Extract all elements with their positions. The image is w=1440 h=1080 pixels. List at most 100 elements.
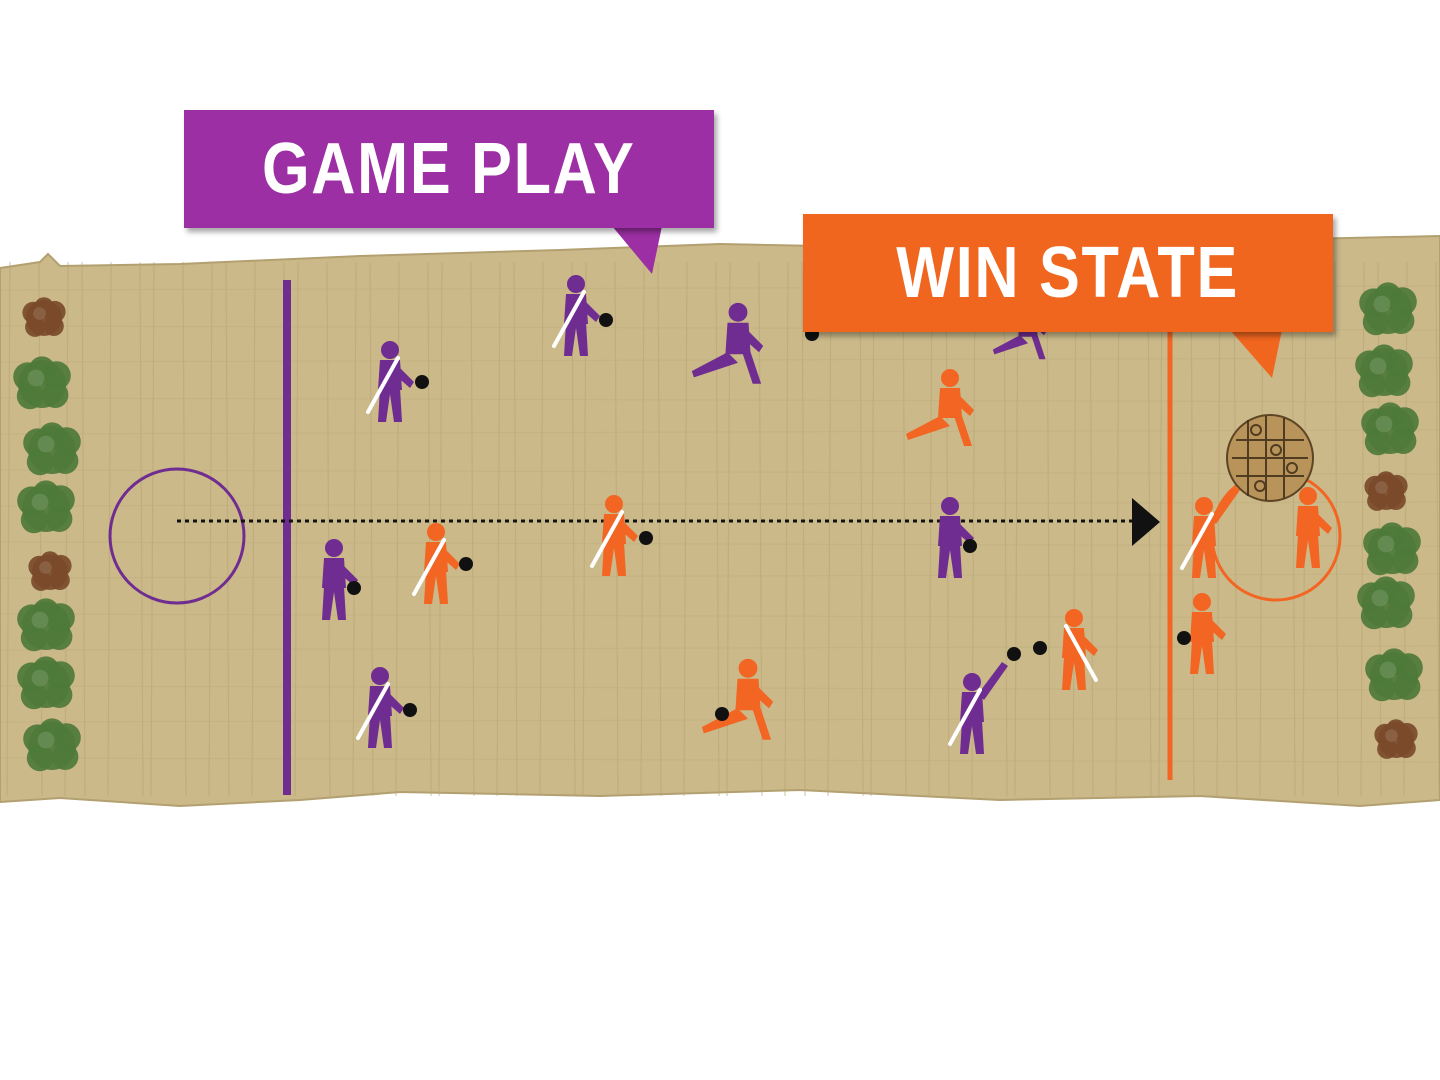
grain-line xyxy=(657,261,662,797)
tree-icon xyxy=(17,480,75,534)
grain-line xyxy=(0,429,1440,435)
player-icon xyxy=(1180,486,1240,578)
grain-line xyxy=(859,261,864,797)
grain-line xyxy=(1190,261,1195,797)
tree-icon xyxy=(1355,344,1413,398)
grain-line xyxy=(801,261,806,797)
grain-line xyxy=(0,757,1440,763)
grain-line xyxy=(640,261,645,797)
grain-line xyxy=(1014,261,1019,797)
player-icon xyxy=(1177,593,1226,674)
ball-icon xyxy=(415,375,429,389)
player-icon xyxy=(1296,487,1332,568)
grain-line xyxy=(715,261,720,797)
win-state-callout: WIN STATE xyxy=(803,214,1333,332)
win-state-pointer xyxy=(1230,330,1282,378)
grain-line xyxy=(0,685,1440,691)
ball-icon xyxy=(599,313,613,327)
stick-icon xyxy=(552,290,586,348)
player-icon xyxy=(356,667,417,748)
grain-line xyxy=(81,261,86,797)
stick-icon xyxy=(366,356,400,414)
tree-icon xyxy=(1357,576,1415,630)
game-ball-icon xyxy=(1226,414,1314,502)
grain-line xyxy=(182,261,187,797)
ball-icon xyxy=(1177,631,1191,645)
ball-icon xyxy=(715,707,729,721)
grain-line xyxy=(1046,261,1051,797)
arrow-icon xyxy=(1132,498,1160,546)
grain-line xyxy=(539,261,544,797)
grain-line xyxy=(1233,261,1238,797)
ball-icon xyxy=(347,581,361,595)
ball-icon xyxy=(403,703,417,717)
grain-line xyxy=(470,261,475,797)
player-icon xyxy=(552,275,613,356)
player-icon xyxy=(691,302,764,384)
stick-icon xyxy=(1064,624,1098,682)
grain-line xyxy=(251,261,256,797)
tree-icon xyxy=(1361,402,1419,456)
tree-icon xyxy=(1363,522,1421,576)
grain-line xyxy=(1158,261,1163,797)
player-icon xyxy=(412,523,473,604)
tree-icon xyxy=(1365,648,1423,702)
stick-icon xyxy=(1180,512,1214,570)
purple-start-circle xyxy=(108,467,246,605)
tree-icon xyxy=(23,422,81,476)
grain-line xyxy=(513,261,518,797)
grain-line xyxy=(1072,261,1077,797)
game-play-pointer xyxy=(612,226,662,274)
grain-line xyxy=(827,261,832,797)
player-icon xyxy=(366,341,429,422)
player-icon xyxy=(1033,609,1098,690)
stick-icon xyxy=(356,682,390,740)
grain-line xyxy=(208,261,213,797)
grain-line xyxy=(928,261,933,797)
player-icon xyxy=(590,495,653,576)
grain-line xyxy=(0,469,1440,475)
tree-icon xyxy=(23,718,81,772)
ball-icon xyxy=(459,557,473,571)
tree-icon xyxy=(13,356,71,410)
grain-line xyxy=(1089,261,1094,797)
player-icon xyxy=(701,658,774,740)
shrub-icon xyxy=(1364,471,1408,511)
win-state-label: WIN STATE xyxy=(896,233,1240,313)
tree-icon xyxy=(17,656,75,710)
grain-line xyxy=(902,261,907,797)
player-icon xyxy=(938,497,977,578)
grain-line xyxy=(326,261,331,797)
grain-line xyxy=(784,261,789,797)
game-play-callout: GAME PLAY xyxy=(184,110,714,228)
player-icon xyxy=(906,369,974,446)
grain-line xyxy=(683,261,688,797)
ball-icon xyxy=(963,539,977,553)
players-layer xyxy=(322,275,1332,754)
stick-icon xyxy=(590,510,624,568)
ball-icon xyxy=(1007,647,1021,661)
grain-line xyxy=(225,261,230,797)
grain-line xyxy=(0,397,1440,403)
grain-line xyxy=(1115,261,1120,797)
grain-line xyxy=(1360,261,1365,797)
grain-line xyxy=(294,261,299,797)
grain-line xyxy=(1291,261,1296,797)
player-icon xyxy=(948,647,1021,754)
grain-line xyxy=(1216,261,1221,797)
tree-icon xyxy=(1359,282,1417,336)
game-play-label: GAME PLAY xyxy=(262,129,636,209)
grain-line xyxy=(870,261,875,797)
grain-line xyxy=(1334,261,1339,797)
grain-line xyxy=(496,261,501,797)
grain-line xyxy=(1435,261,1440,797)
player-icon xyxy=(322,539,361,620)
sideline-bushes xyxy=(13,282,1423,772)
grain-line xyxy=(139,261,144,797)
grain-line xyxy=(150,261,155,797)
shrub-icon xyxy=(28,551,72,591)
tree-icon xyxy=(17,598,75,652)
stick-icon xyxy=(948,688,982,746)
stick-icon xyxy=(412,538,446,596)
